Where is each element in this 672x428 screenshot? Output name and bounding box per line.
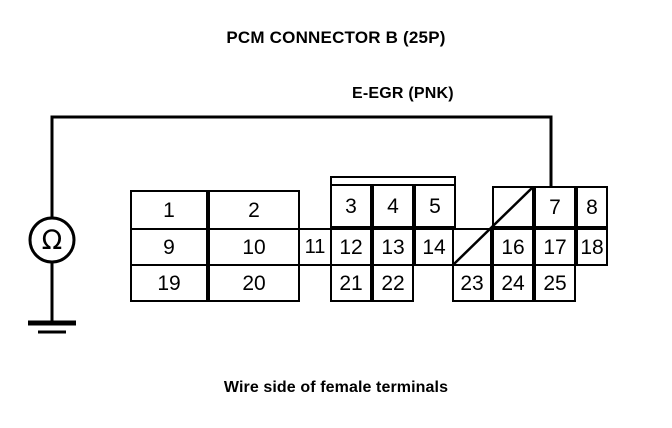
terminal-cell-17[interactable]: 17 <box>534 228 576 266</box>
terminal-cell-9[interactable]: 9 <box>130 228 208 266</box>
wire-label-e-egr: E-EGR (PNK) <box>352 85 454 102</box>
figure-caption: Wire side of female terminals <box>223 379 449 396</box>
test-lead-wire <box>50 115 553 220</box>
terminal-cell-20[interactable]: 20 <box>208 264 300 302</box>
terminal-cell-16[interactable]: 16 <box>492 228 534 266</box>
terminal-cell-4[interactable]: 4 <box>372 184 414 228</box>
ohmmeter-glyph: Ω <box>41 224 63 256</box>
terminal-cell-3[interactable]: 3 <box>330 184 372 228</box>
terminal-cell-blank-lower <box>452 228 492 266</box>
terminal-cell-19[interactable]: 19 <box>130 264 208 302</box>
terminal-cell-24[interactable]: 24 <box>492 264 534 302</box>
terminal-cell-1[interactable]: 1 <box>130 190 208 230</box>
terminal-cell-22[interactable]: 22 <box>372 264 414 302</box>
terminal-cell-21[interactable]: 21 <box>330 264 372 302</box>
terminal-cell-25[interactable]: 25 <box>534 264 576 302</box>
terminal-cell-5[interactable]: 5 <box>414 184 456 228</box>
terminal-cell-2[interactable]: 2 <box>208 190 300 230</box>
terminal-cell-14[interactable]: 14 <box>414 228 454 266</box>
terminal-cell-7[interactable]: 7 <box>534 186 576 228</box>
terminal-cell-12[interactable]: 12 <box>330 228 372 266</box>
terminal-cell-23[interactable]: 23 <box>452 264 492 302</box>
terminal-cell-13[interactable]: 13 <box>372 228 414 266</box>
terminal-cell-10[interactable]: 10 <box>208 228 300 266</box>
terminal-cell-8[interactable]: 8 <box>576 186 608 228</box>
terminal-cell-11[interactable]: 11 <box>298 228 332 266</box>
terminal-cell-blank-upper <box>492 186 534 228</box>
page-title: PCM CONNECTOR B (25P) <box>226 28 446 47</box>
ground-icon <box>28 320 76 334</box>
terminal-cell-18[interactable]: 18 <box>576 228 608 266</box>
